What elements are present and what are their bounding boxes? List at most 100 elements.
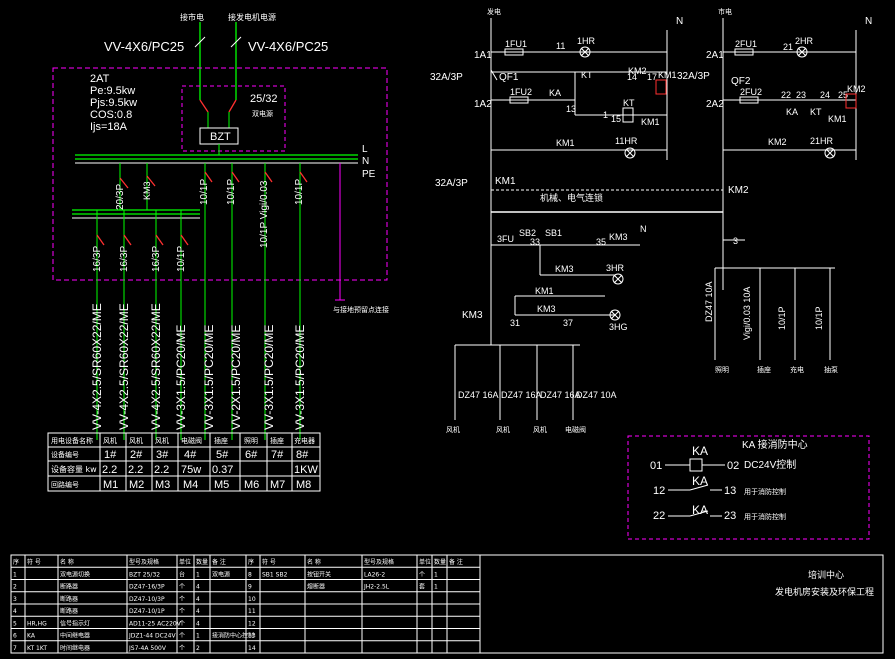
wire-23: 23 — [796, 90, 806, 100]
source-label-mains: 接市电 — [180, 12, 204, 22]
bom-cell-right: 个 — [419, 571, 425, 578]
breaker-qf2-rating: 32A/3P — [677, 71, 710, 82]
wire-3-right: 3 — [733, 236, 738, 246]
wire-21: 21 — [783, 42, 793, 52]
table-name-3: 风机 — [155, 436, 169, 445]
motor-label-1: 风机 — [446, 425, 460, 434]
bom-cell-right: SB1 SB2 — [262, 571, 288, 578]
ka-contact-label-1: KA — [692, 474, 708, 488]
fuse-1fu2: 1FU2 — [510, 87, 532, 97]
table-header-id: 设备编号 — [51, 450, 79, 459]
motor-label-4: 电磁阀 — [565, 425, 586, 434]
cable-m2: VV-4X2.5/SR60X22/ME — [117, 303, 131, 430]
wire-17: 17 — [647, 72, 657, 82]
fuse-2fu1: 2FU1 — [735, 39, 757, 49]
table-circuit-5: M5 — [214, 479, 229, 491]
timer-kt-label: KT — [581, 70, 593, 80]
contactor-km2-left: KM2 — [628, 66, 647, 76]
bus-label-pe: PE — [362, 169, 376, 180]
table-header-capacity: 设备容量 kw — [51, 464, 97, 474]
table-id-3: 3# — [156, 449, 169, 461]
table-id-2: 2# — [130, 449, 143, 461]
contact-km3-hold: KM3 — [555, 264, 574, 274]
cable-m3: VV-4X2.5/SR60X22/ME — [149, 303, 163, 430]
bom-cell-right: 套 — [419, 583, 425, 591]
motor-breaker-4: DZ47 10A — [576, 390, 617, 400]
aux-label-2: 插座 — [757, 365, 771, 374]
load-table: 用电设备名称 设备编号 设备容量 kw 回路编号 风机 风机 风机 电磁阀 插座… — [47, 432, 321, 492]
ka-terminal-12: 12 — [653, 485, 665, 497]
wire-24: 24 — [820, 90, 830, 100]
table-name-7: 插座 — [270, 436, 284, 445]
bom-cell-right: 14 — [248, 645, 256, 652]
bom-cell-left: 接消防中心控制 — [212, 632, 254, 640]
bom-cell-right: LA26-2 — [364, 571, 385, 578]
aux-breaker-2: Vigi/0.03 10A — [742, 287, 752, 340]
bom-header-right: 单位 — [419, 558, 431, 566]
bom-cell-left: 时间继电器 — [60, 644, 90, 652]
bom-cell-right: 12 — [248, 620, 256, 627]
table-circuit-4: M4 — [183, 479, 198, 491]
ats-rating: 25/32 — [250, 93, 278, 105]
source-generator-label: 发电 — [487, 7, 501, 16]
bom-cell-right: 9 — [248, 584, 252, 591]
breaker-qf1-rating: 32A/3P — [430, 72, 463, 83]
ka-line3-note: 用于消防控制 — [744, 512, 786, 521]
contact-km3-ctrl: KM3 — [537, 304, 556, 314]
wire-35: 35 — [596, 237, 606, 247]
bom-cell-left: 中间继电器 — [60, 632, 90, 640]
fuse-1fu1: 1FU1 — [505, 39, 527, 49]
low-breaker-3: 16/3P — [151, 246, 162, 272]
contact-km1-aux: KM1 — [556, 138, 575, 148]
bzt-label: BZT — [210, 131, 231, 143]
motor-breaker-1: DZ47 16A — [458, 390, 499, 400]
bom-cell-right: 按钮开关 — [307, 570, 331, 578]
bom-cell-left: 台 — [179, 570, 185, 578]
bom-cell-right: 熔断器 — [307, 583, 325, 591]
bom-cell-left: 1 — [196, 633, 200, 640]
fuse-3fu: 3FU — [497, 234, 514, 244]
neutral-label-1: N — [676, 16, 683, 27]
bom-cell-left: 断路器 — [60, 595, 78, 603]
bom-cell-right: 13 — [248, 633, 256, 640]
aux-label-1: 照明 — [715, 366, 729, 374]
cable-m7: VV-3X1.5/PC20/ME — [262, 325, 276, 430]
left-single-line-diagram: 接市电 接发电机电源 VV-4X6/PC25 VV-4X6/PC25 2AT P… — [47, 12, 389, 492]
bom-cell-left: DZ47-16/3P — [129, 584, 165, 591]
low-breaker-1: 16/3P — [92, 246, 103, 272]
motor-breaker-2: DZ47 16A — [501, 390, 542, 400]
aux-label-4: 抽泵 — [824, 365, 838, 374]
neutral-label-2: N — [865, 16, 872, 27]
bom-cell-left: 个 — [179, 633, 185, 640]
bom-header-right: 备 注 — [449, 558, 463, 566]
interlock-label: 机械、电气连锁 — [540, 192, 603, 204]
table-circuit-7: M7 — [270, 479, 285, 491]
ats-outline — [181, 85, 286, 152]
bom-cell-right: 1 — [434, 584, 438, 591]
ka-box-title: KA 接消防中心 — [742, 438, 808, 451]
relay-ka-right: KA — [786, 107, 798, 117]
button-sb1: SB1 — [545, 228, 562, 238]
table-cap-5: 0.37 — [212, 464, 233, 476]
button-sb2: SB2 — [519, 228, 536, 238]
cabinet-name: 2AT — [90, 73, 110, 85]
table-circuit-3: M3 — [155, 479, 170, 491]
bom-cell-left: DZ47-10/1P — [129, 608, 165, 615]
table-cap-2: 2.2 — [128, 464, 143, 476]
bom-header-right: 序 — [248, 558, 254, 566]
table-header-circuit: 回路编号 — [51, 480, 79, 489]
bom-cell-left: AD11-25 AC220V — [129, 620, 182, 627]
aux-label-3: 充电 — [790, 365, 804, 374]
breaker-qf1: QF1 — [499, 72, 519, 83]
bom-cell-left: 断路器 — [60, 607, 78, 615]
table-id-5: 5# — [216, 449, 229, 461]
ka-line2-note: 用于消防控制 — [744, 487, 786, 496]
wire-11: 11 — [556, 41, 565, 51]
table-name-5: 插座 — [214, 436, 228, 445]
label-1a2: 1A2 — [474, 99, 492, 110]
coil-km2: KM2 — [847, 84, 866, 94]
ka-terminal-23: 23 — [724, 510, 736, 522]
ka-terminal-02: 02 — [727, 460, 739, 472]
